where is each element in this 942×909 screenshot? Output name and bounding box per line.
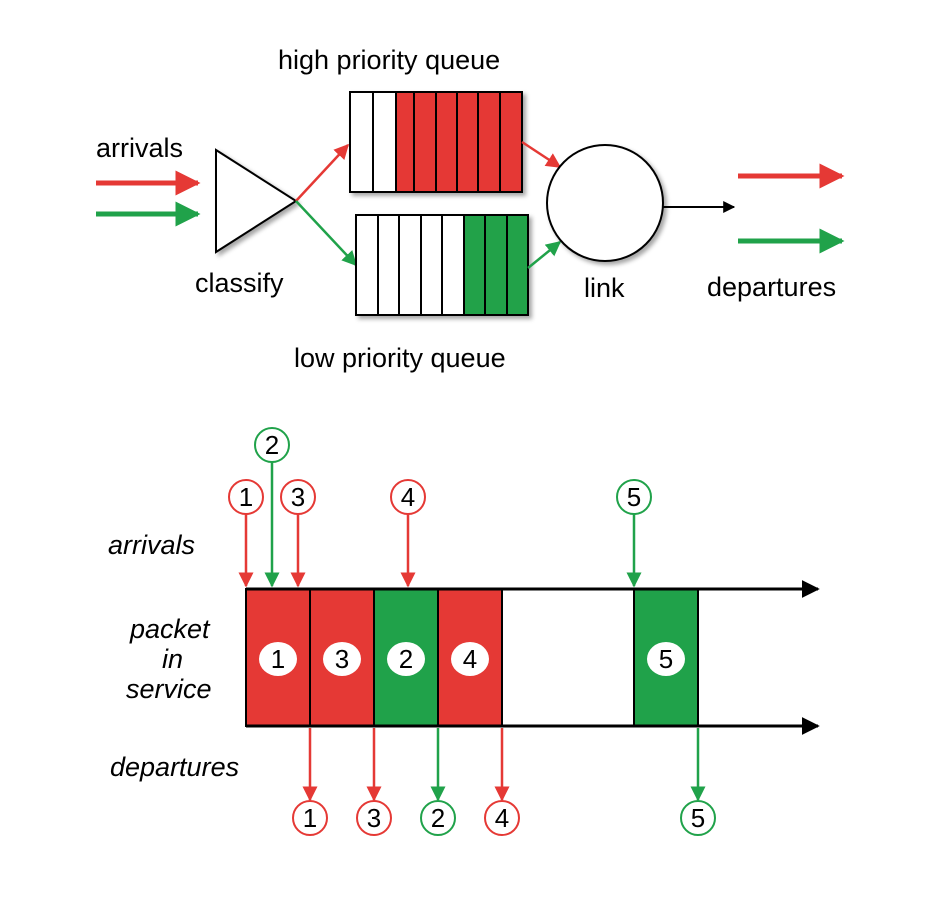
classify-to-high-arrow (295, 143, 350, 202)
service-packet-3: 3 (335, 644, 349, 674)
high-priority-queue-label: high priority queue (278, 45, 500, 75)
service-packet-4: 4 (463, 644, 477, 674)
classify-to-low-arrow (295, 200, 358, 267)
service-badge-3 (323, 642, 361, 676)
arrival-packet-4: 4 (401, 482, 415, 512)
departure-circle-5 (680, 800, 716, 836)
departure-circle-3 (356, 800, 392, 836)
low-queue-to-link-arrow (527, 241, 562, 269)
departure-markers: 1 3 2 4 5 (292, 728, 716, 836)
service-packet-1: 1 (271, 644, 285, 674)
high-queue-to-link-arrow (521, 140, 562, 169)
departure-packet-1: 1 (303, 803, 317, 833)
departure-circle-1 (292, 800, 328, 836)
arrival-packet-1: 1 (239, 482, 253, 512)
link-circle (546, 144, 664, 262)
departure-packet-3: 3 (367, 803, 381, 833)
scheduler-diagram: arrivals classify high priority queue lo… (96, 45, 845, 373)
departure-circle-4 (484, 800, 520, 836)
low-priority-queue-label: low priority queue (294, 343, 506, 373)
classifier-triangle (215, 148, 298, 254)
service-label-line-2: in (162, 644, 183, 674)
departures-label: departures (707, 272, 836, 302)
departure-packet-5: 5 (691, 803, 705, 833)
arrivals-label: arrivals (96, 133, 183, 163)
service-label-line-1: packet (129, 614, 211, 644)
arrival-packet-5: 5 (627, 482, 641, 512)
high-priority-queue (349, 91, 523, 193)
priority-timeline: arrivals packet in service departures 1 … (108, 427, 820, 836)
low-priority-queue (355, 214, 529, 316)
classify-label: classify (195, 268, 284, 298)
arrival-packet-3: 3 (291, 482, 305, 512)
service-badge-1 (259, 642, 297, 676)
departure-packet-4: 4 (495, 803, 509, 833)
service-packet-2: 2 (399, 644, 413, 674)
service-boxes: 1 3 2 4 5 (245, 588, 699, 727)
arrival-markers: 1 2 3 4 5 (228, 427, 652, 588)
service-badge-5 (647, 642, 685, 676)
service-packet-5: 5 (659, 644, 673, 674)
arrival-packet-2: 2 (265, 430, 279, 460)
departure-packet-2: 2 (431, 803, 445, 833)
timeline-departures-label: departures (110, 752, 239, 782)
link-label: link (584, 273, 625, 303)
service-badge-2 (387, 642, 425, 676)
service-badge-4 (451, 642, 489, 676)
service-label-line-3: service (126, 674, 212, 704)
timeline-arrivals-label: arrivals (108, 530, 195, 560)
departure-circle-2 (420, 800, 456, 836)
